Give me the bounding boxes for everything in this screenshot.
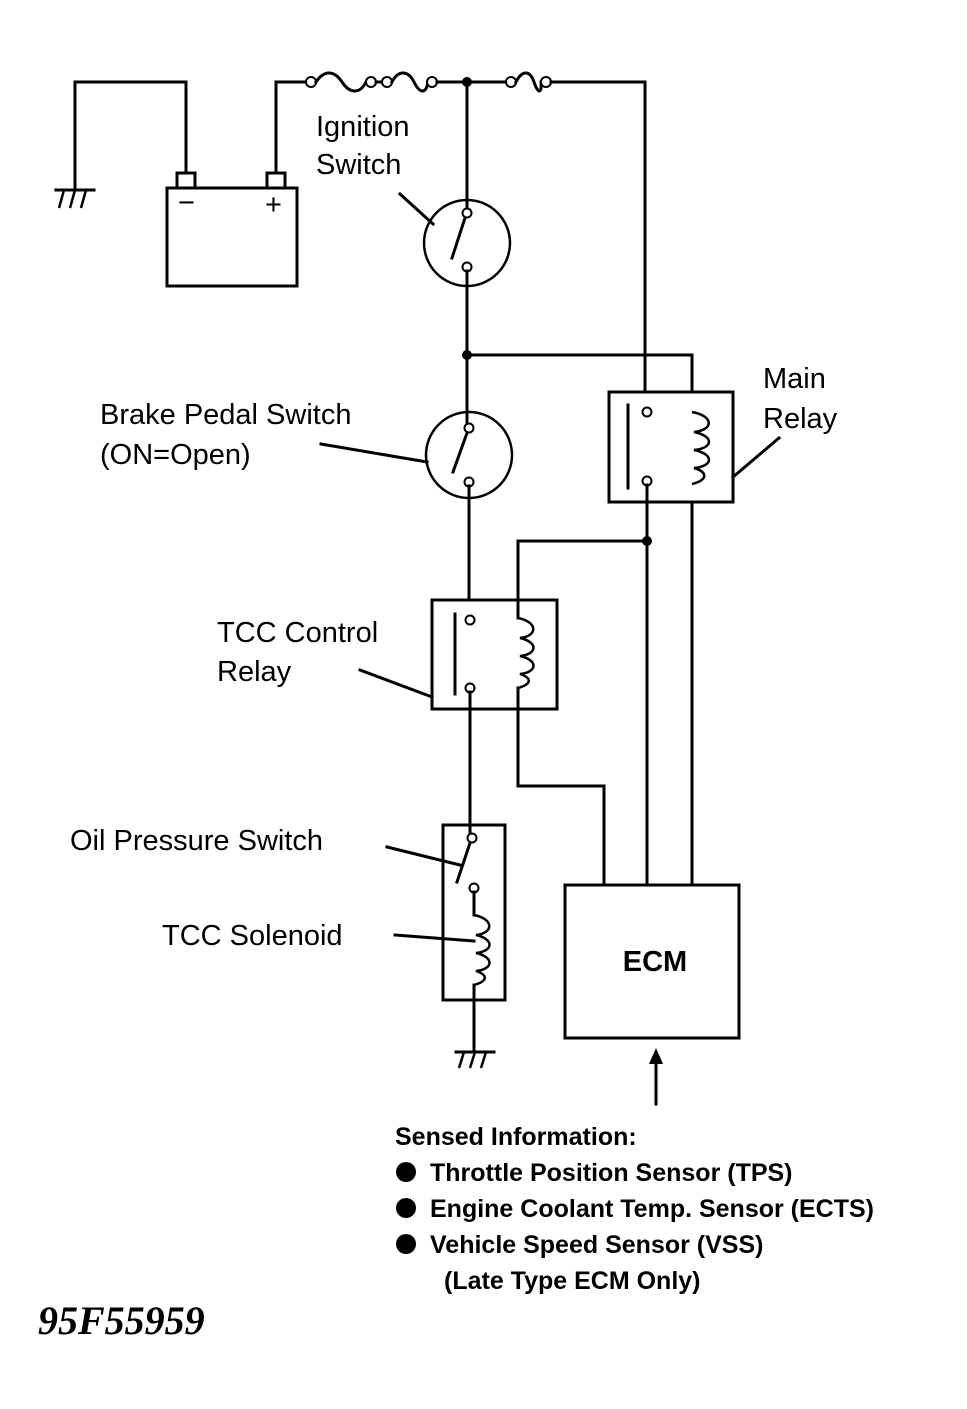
main-relay-label-line2: Relay [763, 403, 838, 435]
tcc-relay-leader [358, 668, 434, 699]
main-relay-leader [730, 435, 782, 480]
battery: − + [165, 171, 299, 288]
wire-to-tcc-relay-coil [516, 539, 649, 602]
oil-pressure-leader [385, 845, 462, 867]
ecm-label: ECM [623, 946, 687, 978]
wire-battery-negative [73, 80, 188, 192]
bullet-icon [396, 1198, 416, 1218]
main-relay-label-line1: Main [763, 363, 826, 395]
bullet-icon [396, 1162, 416, 1182]
brake-pedal-switch-label-line1: Brake Pedal Switch [100, 399, 351, 431]
bullet-icon [396, 1234, 416, 1254]
tcc-solenoid-assembly-icon [441, 823, 507, 1002]
wire-top-bus-to-main-relay [549, 80, 647, 414]
tcc-solenoid-label: TCC Solenoid [162, 920, 343, 952]
ground-solenoid-icon [454, 1050, 496, 1069]
ignition-leader [397, 191, 436, 227]
oil-pressure-switch-label: Oil Pressure Switch [70, 825, 323, 857]
tcc-control-relay-label-line2: Relay [217, 656, 292, 688]
ecm-box [563, 883, 741, 1040]
main-relay-icon [607, 390, 735, 504]
brake-leader [319, 442, 429, 464]
sensed-item-ects: Engine Coolant Temp. Sensor (ECTS) [430, 1195, 874, 1223]
sensed-item-vss: Vehicle Speed Sensor (VSS) [430, 1231, 763, 1259]
ground-battery-icon [54, 188, 96, 209]
battery-plus-label: + [265, 189, 282, 221]
sensed-note: (Late Type ECM Only) [444, 1267, 701, 1295]
fuse-link-2-icon [381, 71, 438, 93]
battery-minus-label: − [178, 187, 195, 219]
wire-battery-positive [274, 80, 308, 175]
tcc-control-relay-label-line1: TCC Control [217, 617, 378, 649]
tcc-control-relay-icon [430, 598, 559, 711]
sensed-heading: Sensed Information: [395, 1123, 637, 1151]
wire-to-main-relay-coil [465, 353, 694, 887]
ignition-switch-label-line2: Switch [316, 149, 401, 181]
wire-tcc-relay-to-ecm [516, 707, 606, 887]
input-arrow-icon [649, 1048, 663, 1106]
fuse-link-3-icon [505, 71, 552, 93]
sensed-item-tps: Throttle Position Sensor (TPS) [430, 1159, 793, 1187]
tcc-solenoid-leader [393, 933, 476, 943]
fuse-link-1-icon [305, 71, 377, 93]
figure-code: 95F55959 [38, 1298, 205, 1343]
ignition-switch-label-line1: Ignition [316, 111, 410, 143]
brake-pedal-switch-label-line2: (ON=Open) [100, 439, 251, 471]
